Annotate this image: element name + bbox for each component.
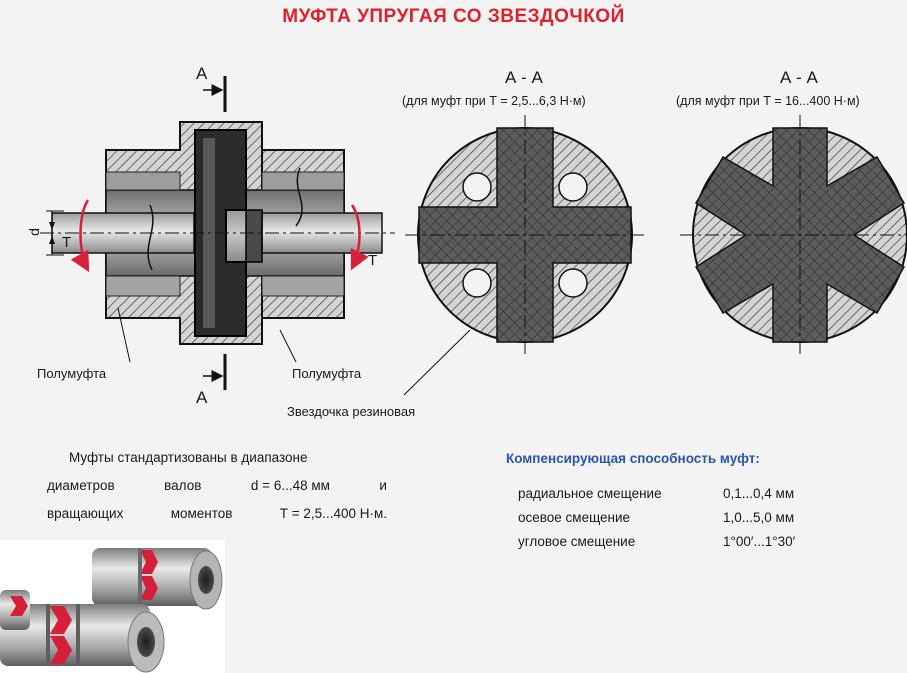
standard-word: вращающих [47, 506, 124, 521]
page-title: МУФТА УПРУГАЯ СО ЗВЕЗДОЧКОЙ [282, 6, 625, 27]
photo-coupling-front [0, 590, 165, 673]
compensation-row: осевое смещение 1,0...5,0 мм [518, 506, 795, 530]
compensation-value: 0,1...0,4 мм [723, 486, 795, 501]
compensation-value: 1°00′...1°30′ [723, 534, 796, 549]
compensation-title: Компенсирующая способность муфт: [506, 451, 760, 466]
standard-word: диаметров [47, 478, 115, 493]
compensation-row: угловое смещение 1°00′...1°30′ [518, 530, 795, 554]
standard-line-2: диаметров валов d = 6...48 мм и [47, 472, 387, 500]
compensation-name: осевое смещение [518, 510, 631, 525]
section-right-note: (для муфт при Т = 16...400 Н·м) [676, 94, 860, 108]
section-left-note: (для муфт при Т = 2,5...6,3 Н·м) [402, 94, 586, 108]
photo-coupling-back [92, 548, 223, 610]
compensation-table: радиальное смещение 0,1...0,4 мм осевое … [518, 482, 795, 554]
standard-line-1: Муфты стандартизованы в диапазоне [69, 450, 308, 465]
coupling-photo [0, 540, 225, 673]
standard-word: d = 6...48 мм [250, 478, 330, 493]
standard-word: и [379, 478, 387, 493]
standard-word: валов [164, 478, 202, 493]
diameter-label: d [25, 228, 42, 236]
half-coupling-left-label: Полумуфта [37, 366, 107, 381]
half-coupling-right-label: Полумуфта [292, 366, 362, 381]
section-six-arm [680, 115, 907, 355]
coupling-side-view [40, 76, 395, 390]
section-left-label: А - А [505, 68, 543, 87]
standard-word: Т = 2,5...400 Н·м. [279, 506, 387, 521]
standard-paragraph: Муфты стандартизованы в диапазоне диамет… [47, 444, 387, 528]
cut-mark-top: А [196, 64, 208, 83]
compensation-name: угловое смещение [518, 534, 636, 549]
standard-line-3: вращающих моментов Т = 2,5...400 Н·м. [47, 500, 387, 528]
section-four-arm [403, 115, 645, 396]
compensation-value: 1,0...5,0 мм [723, 510, 795, 525]
standard-word: моментов [170, 506, 233, 521]
compensation-name: радиальное смещение [518, 486, 662, 501]
compensation-row: радиальное смещение 0,1...0,4 мм [518, 482, 795, 506]
torque-label-right: Т [368, 252, 378, 269]
section-right-label: А - А [780, 68, 818, 87]
torque-label-left: Т [62, 234, 72, 251]
spider-label: Звездочка резиновая [287, 404, 416, 419]
cut-mark-bottom: А [196, 388, 208, 407]
